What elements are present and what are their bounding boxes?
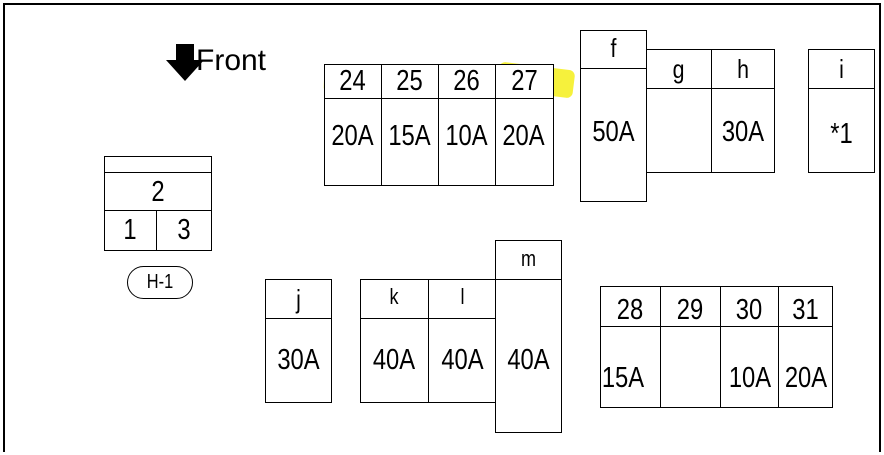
fuse-number-31: 31 xyxy=(792,294,819,326)
fuse-divider xyxy=(438,64,439,186)
fuse-rating-26: 10A xyxy=(445,120,488,152)
fuse-rating-24: 20A xyxy=(331,120,374,152)
connector-divider xyxy=(156,210,157,251)
fuse-number-24: 24 xyxy=(339,65,366,97)
fuse-divider xyxy=(381,64,382,186)
fuse-rating-31: 20A xyxy=(784,362,828,394)
fuse-rating-28: 15A xyxy=(601,362,645,394)
connector-pin-3: 3 xyxy=(177,214,191,246)
fuse-i-rating: *1 xyxy=(830,118,853,150)
fuse-number-25: 25 xyxy=(396,65,423,97)
fuse-block-24-27 xyxy=(324,64,554,186)
fuse-divider xyxy=(711,49,712,173)
fuse-number-26: 26 xyxy=(453,65,480,97)
fuse-h-label: h xyxy=(737,54,749,84)
fuse-divider xyxy=(265,318,332,319)
fuse-k-label: k xyxy=(389,284,399,309)
fuse-divider xyxy=(495,279,562,280)
fuse-m-label: m xyxy=(520,246,537,271)
fuse-rating-27: 20A xyxy=(502,120,545,152)
fuse-number-28: 28 xyxy=(616,294,644,326)
fuse-divider xyxy=(808,88,875,89)
front-arrow-icon xyxy=(166,44,204,81)
diagram-frame xyxy=(3,3,881,452)
fuse-j-label: j xyxy=(296,284,301,314)
fuse-divider xyxy=(720,286,721,408)
fuse-number-30: 30 xyxy=(735,294,763,326)
fuse-i-label: i xyxy=(839,54,844,84)
fuse-block-28-31 xyxy=(600,286,833,408)
fuse-divider xyxy=(428,279,429,403)
fuse-divider xyxy=(778,286,779,408)
fuse-divider xyxy=(660,286,661,408)
fuse-block-g-h xyxy=(646,49,775,173)
fuse-g-label: g xyxy=(672,54,685,84)
fuse-number-29: 29 xyxy=(676,294,704,326)
connector-divider xyxy=(104,210,212,211)
fuse-l-label: l xyxy=(460,284,465,309)
fuse-divider xyxy=(646,88,775,89)
fuse-j-rating: 30A xyxy=(277,344,320,376)
connector-block xyxy=(104,156,212,251)
connector-divider xyxy=(104,172,212,173)
fuse-divider xyxy=(495,64,496,186)
fuse-m xyxy=(495,240,562,433)
fuse-k-rating: 40A xyxy=(372,344,416,376)
fuse-divider xyxy=(324,98,554,99)
fuse-rating-30: 10A xyxy=(728,362,772,394)
fuse-divider xyxy=(580,68,647,69)
fuse-l-rating: 40A xyxy=(441,344,484,376)
fuse-number-27: 27 xyxy=(511,65,538,97)
fuse-h-rating: 30A xyxy=(721,116,765,148)
fuse-f-label: f xyxy=(610,33,617,63)
front-label: Front xyxy=(196,44,267,77)
connector-tag xyxy=(127,266,193,299)
fuse-f xyxy=(580,30,647,202)
fuse-rating-25: 15A xyxy=(388,120,431,152)
fuse-f-rating: 50A xyxy=(592,116,635,148)
fuse-j xyxy=(265,279,332,403)
fuse-i xyxy=(808,49,875,173)
connector-tag-label: H-1 xyxy=(146,271,174,293)
connector-pin-1: 1 xyxy=(123,214,137,246)
fuse-m-rating: 40A xyxy=(507,344,550,376)
connector-pin-2: 2 xyxy=(151,176,165,208)
fuse-divider xyxy=(600,326,833,327)
